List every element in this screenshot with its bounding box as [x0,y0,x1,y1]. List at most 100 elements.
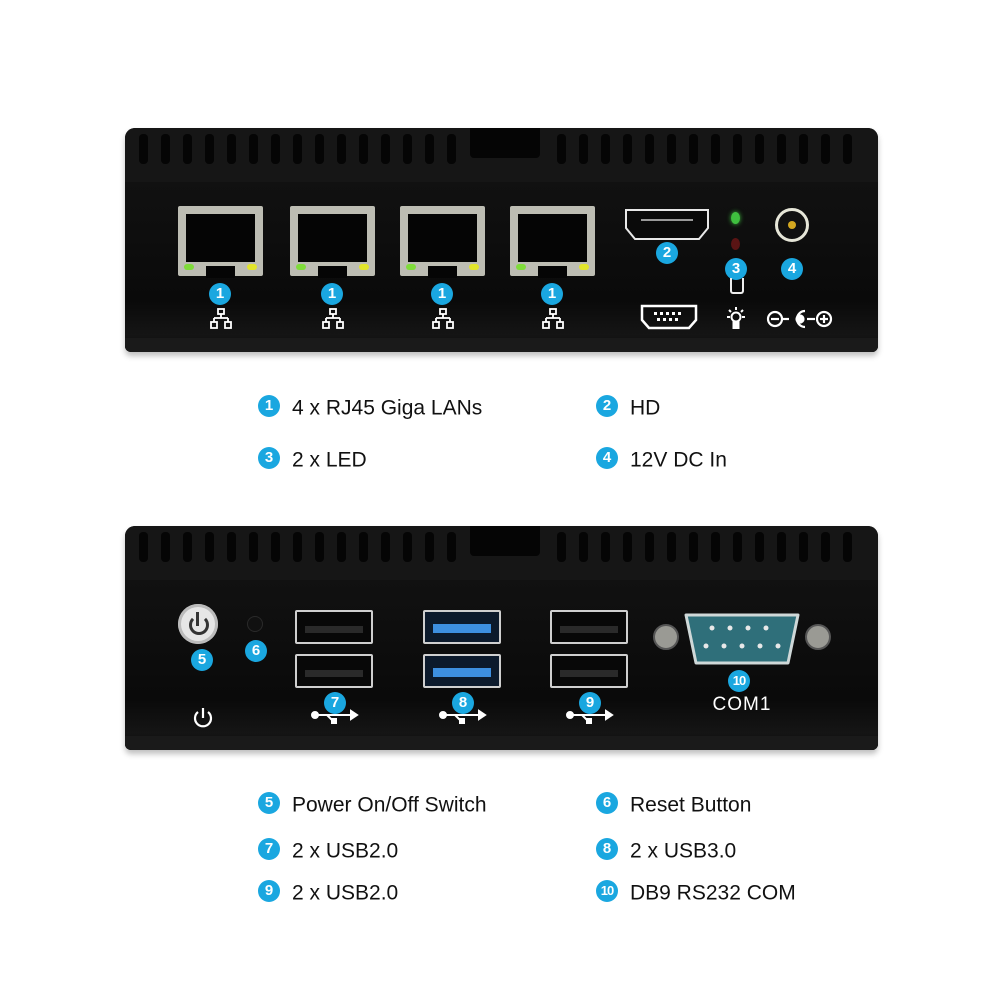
heatsink-fin [271,134,280,164]
badge-4: 4 [596,447,618,470]
led-red [731,238,740,250]
top-device-panel: 1 1 1 1 2 3 4 [125,128,878,352]
heatsink-fin [205,532,214,562]
legend-text: Power On/Off Switch [292,793,487,817]
heatsink-fin [579,134,588,164]
badge-8: 8 [452,692,474,714]
usb-icon [439,709,487,724]
heatsink-fin [403,134,412,164]
usb-icon [311,709,359,724]
heatsink-fin [293,134,302,164]
usb3-port [423,610,501,644]
heatsink-fin [689,134,698,164]
badge-8: 8 [596,838,618,861]
legend-text: 2 x USB2.0 [292,881,399,905]
heatsink-fin [447,532,456,562]
heatsink-fin [337,134,346,164]
heatsink-fin [645,134,654,164]
badge-5: 5 [191,649,213,671]
badge-1: 1 [258,395,280,418]
heatsink-fin [227,134,236,164]
bottom-device-panel: 5 6 7 8 9 10 COM1 [125,526,878,750]
heatsink-fins [125,128,878,182]
badge-1: 1 [541,283,563,305]
power-button[interactable] [178,604,218,644]
heatsink-fin [425,532,434,562]
reset-button[interactable] [247,616,263,632]
heatsink-fin [381,134,390,164]
db9-screw-left [653,624,679,650]
legend-item: 6 Reset Button [596,791,751,819]
heatsink-fin [315,134,324,164]
heatsink-fin [799,134,808,164]
heatsink-fin [601,134,610,164]
heatsink-fin [139,532,148,562]
hdmi-port [625,209,709,240]
led-window [730,278,744,294]
hdmi-icon [640,304,698,330]
heatsink-fin [249,532,258,562]
badge-3: 3 [258,447,280,470]
heatsink-fin [293,532,302,562]
heatsink-fin [755,532,764,562]
heatsink-fin [601,532,610,562]
network-icon [322,308,344,329]
heatsink-fin [667,134,676,164]
heatsink-fin [645,532,654,562]
heatsink-fin [777,532,786,562]
network-icon [432,308,454,329]
heatsink-fin [249,134,258,164]
bottom-lip [125,338,878,352]
usb2-port [550,654,628,688]
legend-text: DB9 RS232 COM [630,881,796,905]
db9-port [684,613,800,665]
io-panel [125,580,878,750]
db9-screw-right [805,624,831,650]
rj45-port-2 [290,206,375,278]
badge-3: 3 [725,258,747,280]
heatsink-fin [557,134,566,164]
heatsink-fin [667,532,676,562]
usb3-port [423,654,501,688]
heatsink-fin [843,532,852,562]
usb2-port [295,654,373,688]
usb2-port [295,610,373,644]
heatsink-fin [821,134,830,164]
heatsink-fin [359,134,368,164]
heatsink-fin [139,134,148,164]
heatsink-fin [403,532,412,562]
badge-2: 2 [596,395,618,418]
legend-text: 2 x USB3.0 [630,839,737,863]
heatsink-fin [315,532,324,562]
heatsink-fin [161,134,170,164]
legend-text: 2 x USB2.0 [292,839,399,863]
badge-1: 1 [209,283,231,305]
badge-6: 6 [596,792,618,815]
heatsink-fin [711,532,720,562]
rj45-port-1 [178,206,263,278]
heatsink-fin [359,532,368,562]
badge-6: 6 [245,640,267,662]
heatsink-fins [125,526,878,580]
heatsink-fin [755,134,764,164]
heatsink-fin [733,532,742,562]
heatsink-fin [557,532,566,562]
led-green [731,212,740,224]
legend-item: 8 2 x USB3.0 [596,837,736,865]
dc-jack [775,208,809,242]
heatsink-fin [161,532,170,562]
heatsink-fin [579,532,588,562]
network-icon [210,308,232,329]
heatsink-fin [689,532,698,562]
legend-text: Reset Button [630,793,752,817]
bottom-lip [125,736,878,750]
heatsink-fin [843,134,852,164]
heatsink-fin [425,134,434,164]
